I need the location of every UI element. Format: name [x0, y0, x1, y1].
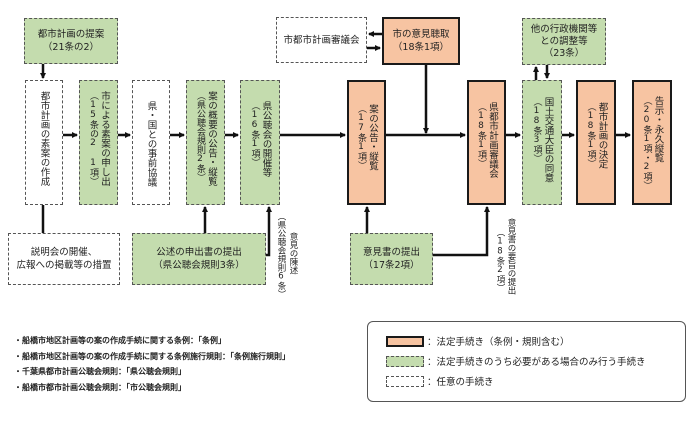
note-item: ・船橋市地区計画等の案の作成手続に関する条例：「条例」: [14, 336, 226, 345]
flow-box-text: 国土交通大臣の同意: [542, 97, 554, 183]
arrow-opinion-summary: [433, 206, 490, 257]
city-council-label: 市都市計画審議会: [283, 34, 360, 46]
note-item: ・船橋市地区計画等の案の作成手続に関する条例施行規則：「条例施行規則」: [14, 351, 290, 361]
flow-box-text: 県公聴会の開催等: [260, 101, 272, 177]
opinion-summary-ref: （18条2項）: [495, 228, 505, 292]
other-agencies-line2: との調整等: [540, 35, 588, 47]
note-item: ・千葉県都市計画公聴会規則：「県公聴会規則」: [14, 367, 186, 376]
statement-request-ref: （県公聴会規則3条）: [153, 260, 245, 271]
city-hearing-ref: （18条1項）: [392, 42, 450, 53]
flow-box-ref: （18条1項）: [476, 102, 486, 168]
flow-box-ref: （20条1項・2項）: [641, 96, 652, 190]
legend-swatch-statutory: [386, 335, 424, 347]
flow-box-ref: （18条3項）: [531, 97, 542, 163]
flow-box-ref: （15条の2 1項）: [88, 91, 98, 186]
flow-box-ref: （県公聴会規則2条）: [195, 91, 205, 182]
legend-label: ：任意の手続き: [427, 377, 494, 388]
other-agencies-box: 他の行政機関等との調整等（23条）: [522, 18, 606, 65]
flow-box-text: 都市計画の素案の作成: [38, 91, 50, 186]
proposal-title: 都市計画の提案: [37, 29, 105, 40]
flow-box-text: 市による素案の申し出: [99, 91, 110, 186]
flow-box-text: 案の概要の公告・縦覧: [206, 91, 217, 186]
statement-request-box: 公述の申出書の提出 （県公聴会規則3条）: [132, 233, 266, 285]
flow-box-public-hearing: 県公聴会の開催等（16条1項）: [240, 80, 280, 205]
opinion-submission-ref: （17条2項）: [363, 260, 420, 271]
opinion-submission-title: 意見書の提出: [362, 247, 420, 258]
legend-swatch-optional: [386, 375, 424, 387]
other-agencies-line1: 他の行政機関等: [530, 23, 598, 35]
legend-item-conditional: ：法定手続きのうち必要がある場合のみ行う手続き: [386, 354, 646, 368]
opinion-summary-note: 意見書の要旨の提出: [506, 218, 516, 295]
flow-box-outline-notice: 案の概要の公告・縦覧（県公聴会規則2条）: [186, 80, 225, 205]
flow-box-announcement: 告示・永久縦覧（20条1項・2項）: [632, 80, 672, 205]
flow-box-draft: 都市計画の素案の作成: [25, 80, 63, 205]
flow-box-decision: 都市計画の決定（18条1項）: [576, 80, 616, 205]
legend-item-statutory: ：法定手続き（条例・規則含む）: [386, 334, 570, 348]
abbreviation-notes: ・船橋市地区計画等の案の作成手続に関する条例：「条例」 ・船橋市地区計画等の案の…: [14, 333, 290, 395]
flow-box-text: 県・国との事前協議: [145, 101, 157, 187]
flow-box-pref-council: 県都市計画審議会（18条1項）: [467, 80, 506, 205]
flow-box-text: 都市計画の決定: [596, 102, 608, 169]
flow-box-ref: （17条1項）: [356, 104, 366, 170]
flow-box-text: 案の公告・縦覧: [367, 104, 378, 171]
flow-box-text: 県都市計画審議会: [487, 102, 498, 178]
flow-box-city-request: 市による素案の申し出（15条の2 1項）: [79, 80, 118, 205]
flow-box-ref: （16条1項）: [249, 101, 260, 167]
proposal-box: 都市計画の提案 （21条の2）: [24, 18, 118, 64]
legend-label: ：法定手続き（条例・規則含む）: [427, 337, 570, 348]
legend-label: ：法定手続きのうち必要がある場合のみ行う手続き: [427, 357, 646, 368]
briefing-line2: 広報への掲載等の措置: [16, 260, 112, 271]
flow-box-ref: （18条1項）: [585, 102, 596, 168]
opinion-submission-box: 意見書の提出 （17条2項）: [350, 233, 433, 285]
city-hearing-box: 市の意見聴取 （18条1項）: [382, 17, 460, 65]
flow-box-plan-notice: 案の公告・縦覧（17条1項）: [347, 80, 386, 205]
briefing-line1: 説明会の開催、: [30, 247, 98, 258]
flow-box-prior-consult: 県・国との事前協議: [132, 80, 170, 205]
flow-box-minister-consent: 国土交通大臣の同意（18条3項）: [522, 80, 562, 205]
briefing-box: 説明会の開催、広報への掲載等の措置: [8, 233, 120, 285]
other-agencies-ref: （23条）: [543, 47, 585, 59]
legend-item-optional: ：任意の手続き: [386, 374, 494, 388]
note-item: ・船橋市都市計画公聴会規則：「市公聴会規則」: [14, 382, 186, 392]
flow-box-text: 告示・永久縦覧: [652, 96, 664, 163]
city-council-box: 市都市計画審議会: [276, 17, 367, 63]
opinion-statement-ref: （県公聴会規則6条）: [276, 212, 286, 299]
legend-swatch-conditional: [386, 355, 424, 367]
statement-request-title: 公述の申出書の提出: [156, 247, 242, 258]
proposal-ref: （21条の2）: [42, 42, 100, 53]
arrow-opinion-statement: [266, 206, 272, 257]
legend: ：法定手続き（条例・規則含む） ：法定手続きのうち必要がある場合のみ行う手続き …: [367, 321, 686, 402]
city-hearing-title: 市の意見聴取: [392, 29, 450, 40]
opinion-statement-note: 意見の陳述: [288, 232, 298, 275]
